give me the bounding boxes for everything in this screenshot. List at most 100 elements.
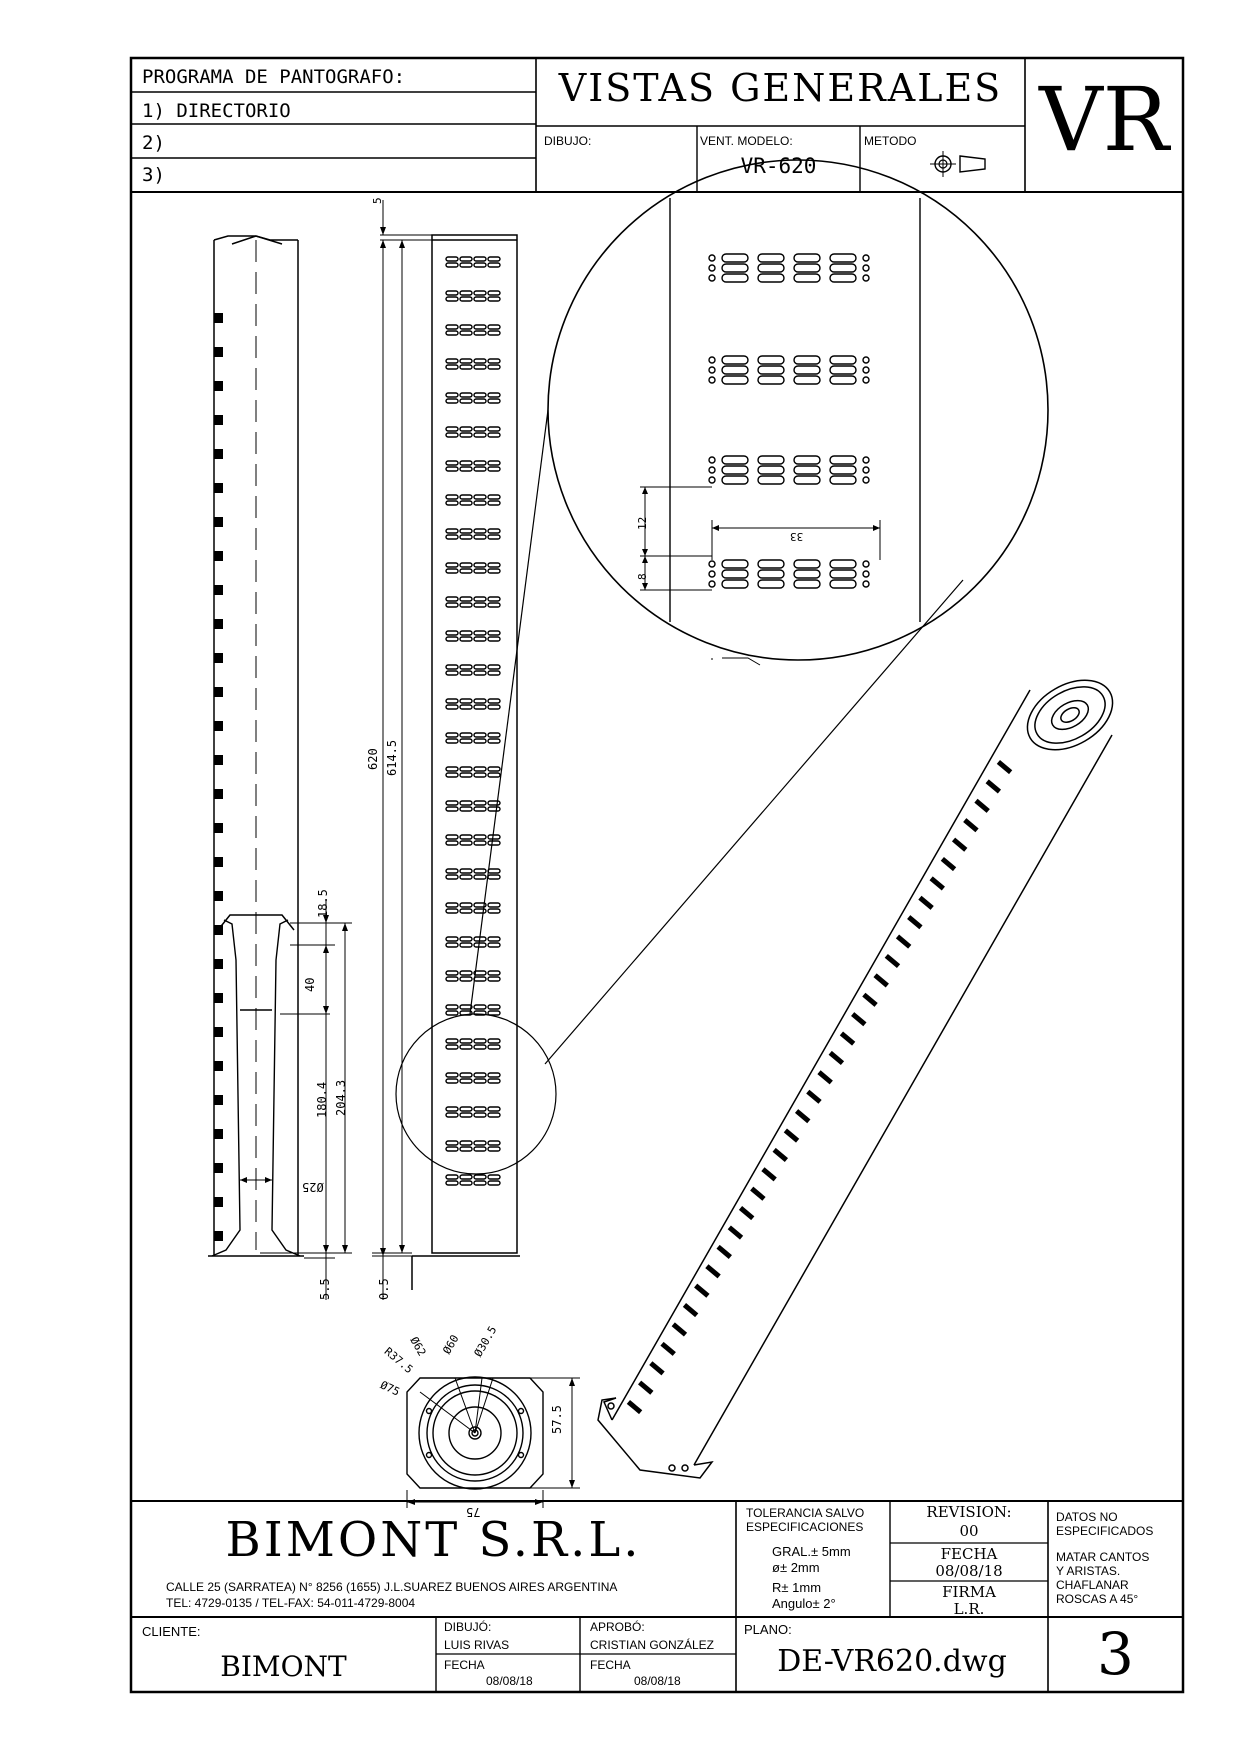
front-slot-group [445, 324, 501, 336]
side-slot-group [214, 619, 223, 629]
side-slot-group [214, 1163, 223, 1173]
side-slot-group [214, 823, 223, 833]
detail-marker [395, 1013, 557, 1175]
dibujo-footer-label: DIBUJÓ: [444, 1620, 492, 1634]
dim-top-gap: 5 [371, 197, 384, 204]
aprobo-label: APROBÓ: [590, 1620, 645, 1634]
dibujo-label: DIBUJO: [544, 134, 592, 148]
front-slot-group [445, 290, 501, 302]
side-slot-group [214, 789, 223, 799]
side-slot-group [214, 721, 223, 731]
side-slot-group [214, 381, 223, 391]
front-view [411, 234, 520, 1290]
side-slot-group [214, 313, 223, 323]
revision-fecha-value: 08/08/18 [935, 1562, 1003, 1580]
front-slot-group [445, 902, 501, 914]
dim-cone-diameter: Ø25 [302, 1180, 324, 1194]
front-slot-group [445, 630, 501, 642]
tolerance-angle: Angulo± 2° [772, 1596, 836, 1611]
dim-cone-top: 18.5 [316, 889, 330, 918]
base-view [406, 1376, 544, 1490]
sheet-code: VR [1039, 68, 1169, 171]
iso-slot-group [716, 1244, 732, 1259]
isometric-slots [626, 760, 1013, 1415]
side-slot-group [214, 483, 223, 493]
front-slot-group [445, 596, 501, 608]
dim-base-gap-right: 0.5 [377, 1278, 391, 1300]
dim-overall-height: 620 [366, 748, 380, 770]
fecha-2-value: 08/08/18 [634, 1674, 681, 1688]
revision-firma-value: L.R. [953, 1600, 985, 1618]
dim-slot-width: 33 [790, 530, 804, 543]
revision-value: 00 [959, 1522, 979, 1540]
iso-slot-group [626, 1400, 643, 1415]
side-view-slots [214, 313, 223, 1241]
company-address: CALLE 25 (SARRATEA) N° 8256 (1655) J.L.S… [166, 1580, 618, 1594]
iso-slot-group [951, 837, 968, 852]
iso-slot-group [828, 1050, 845, 1066]
front-slot-group [445, 392, 501, 404]
front-dimensions [372, 200, 432, 1300]
side-slot-group [214, 517, 223, 527]
side-slot-group [214, 585, 223, 595]
side-slot-group [214, 415, 223, 425]
program-line-2: 2) [142, 132, 165, 154]
iso-slot-group [806, 1089, 822, 1104]
iso-slot-group [682, 1303, 699, 1318]
front-slot-group [445, 970, 501, 982]
iso-slot-group [794, 1109, 811, 1124]
iso-slot-group [974, 798, 990, 813]
front-slot-group [445, 732, 501, 744]
dim-slot-pitch: 12 [636, 516, 649, 530]
front-slot-group [445, 868, 501, 880]
side-slot-group [214, 449, 223, 459]
dim-cone-total: 204.3 [334, 1079, 348, 1116]
iso-slot-group [750, 1186, 766, 1201]
front-slot-group [445, 562, 501, 574]
sheet-number: 3 [1097, 1620, 1134, 1688]
front-slot-group [445, 1038, 501, 1050]
iso-slot-group [996, 760, 1013, 775]
iso-slot-group [929, 876, 945, 891]
fecha-1-label: FECHA [444, 1658, 485, 1672]
notes-line-1: MATAR CANTOS [1056, 1550, 1150, 1564]
iso-slot-group [783, 1128, 800, 1143]
front-slot-group [445, 1072, 501, 1084]
side-slot-group [214, 1061, 223, 1071]
front-slot-group [445, 256, 501, 268]
plano-label: PLANO: [744, 1622, 792, 1637]
notes-line-4: ROSCAS A 45° [1056, 1592, 1139, 1606]
cliente-value: BIMONT [220, 1650, 347, 1683]
company-name: BIMONT S.R.L. [225, 1512, 642, 1568]
iso-slot-group [851, 1012, 867, 1027]
revision-firma-label: FIRMA [942, 1583, 996, 1601]
side-slot-group [214, 653, 223, 663]
iso-slot-group [727, 1225, 744, 1240]
iso-slot-group [761, 1167, 777, 1182]
modelo-value: VR-620 [740, 154, 817, 178]
program-line-3: 3) [142, 164, 165, 186]
dim-body-height: 614.5 [385, 739, 399, 776]
dim-base-gap-left: 5.5 [318, 1278, 332, 1300]
front-slot-group [445, 936, 501, 948]
notes-title-1: DATOS NO [1056, 1510, 1118, 1524]
tolerance-radius: R± 1mm [772, 1580, 822, 1595]
program-title: PROGRAMA DE PANTOGRAFO: [142, 66, 406, 88]
dim-slot-height: 8 [636, 573, 649, 580]
side-slot-group [214, 1129, 223, 1139]
isometric-view [597, 679, 1114, 1479]
side-view [208, 235, 304, 1257]
front-view-slots [445, 256, 501, 1186]
front-slot-group [445, 1140, 501, 1152]
modelo-label: VENT. MODELO: [700, 134, 793, 148]
iso-slot-group [862, 992, 878, 1007]
iso-slot-group [705, 1264, 721, 1279]
side-slot-group [214, 891, 223, 901]
iso-slot-group [963, 818, 979, 833]
side-dimensions [240, 900, 352, 1300]
front-slot-group [445, 494, 501, 506]
side-slot-group [214, 857, 223, 867]
front-slot-group [445, 1106, 501, 1118]
front-slot-group [445, 528, 501, 540]
tolerance-title-2: ESPECIFICACIONES [746, 1520, 864, 1534]
